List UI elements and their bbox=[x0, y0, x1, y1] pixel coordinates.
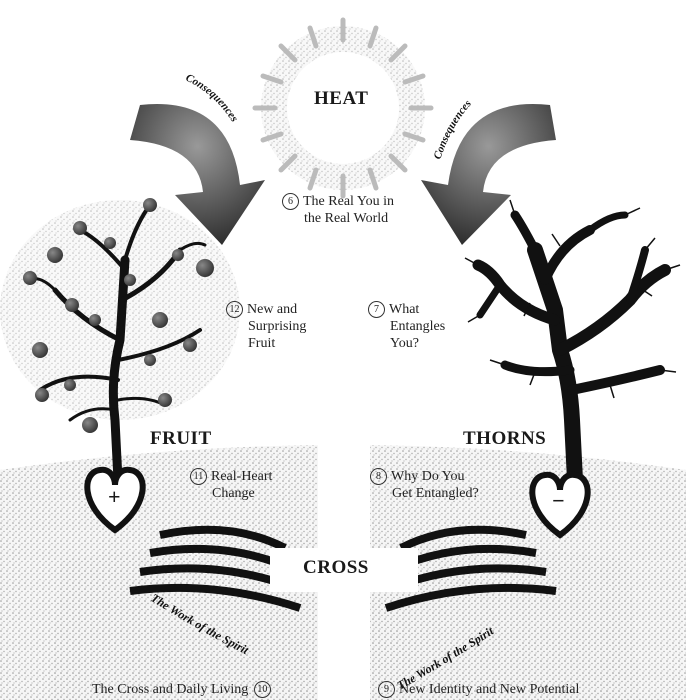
heart-minus-symbol: − bbox=[552, 488, 565, 514]
step-12-label: 12 New and Surprising Fruit bbox=[226, 301, 306, 352]
step-6-label: 6 The Real You in the Real World bbox=[282, 193, 394, 227]
fruit-title: FRUIT bbox=[150, 428, 212, 450]
step-12-line1: New and bbox=[247, 302, 297, 317]
step-11-number: 11 bbox=[190, 468, 207, 485]
step-7-label: 7 What Entangles You? bbox=[368, 301, 445, 352]
step-11-line1: Real-Heart bbox=[211, 469, 272, 484]
step-10-line1: The Cross and Daily Living bbox=[92, 682, 248, 697]
cross-title: CROSS bbox=[303, 557, 369, 579]
step-11-label: 11 Real-Heart Change bbox=[190, 468, 272, 502]
thorns-title: THORNS bbox=[463, 428, 546, 450]
step-6-line2: the Real World bbox=[282, 211, 388, 226]
step-11-line2: Change bbox=[190, 486, 255, 501]
step-9-number: 9 bbox=[378, 681, 395, 698]
consequences-arrow-right bbox=[421, 104, 556, 245]
step-12-line3: Fruit bbox=[226, 336, 275, 351]
step-7-number: 7 bbox=[368, 301, 385, 318]
step-8-number: 8 bbox=[370, 468, 387, 485]
step-6-number: 6 bbox=[282, 193, 299, 210]
step-9-line1: New Identity and New Potential bbox=[399, 682, 579, 697]
step-9-label: 9 New Identity and New Potential bbox=[378, 681, 579, 698]
step-7-line1: What bbox=[389, 302, 419, 317]
step-6-line1: The Real You in bbox=[303, 194, 394, 209]
step-8-label: 8 Why Do You Get Entangled? bbox=[370, 468, 479, 502]
step-10-label: The Cross and Daily Living 10 bbox=[92, 681, 271, 698]
step-7-line3: You? bbox=[368, 336, 419, 351]
step-12-number: 12 bbox=[226, 301, 243, 318]
heart-plus-symbol: + bbox=[108, 484, 121, 510]
step-8-line2: Get Entangled? bbox=[370, 486, 479, 501]
step-10-number: 10 bbox=[254, 681, 271, 698]
step-8-line1: Why Do You bbox=[391, 469, 465, 484]
step-7-line2: Entangles bbox=[368, 319, 445, 334]
heat-title: HEAT bbox=[314, 88, 368, 110]
step-12-line2: Surprising bbox=[226, 319, 306, 334]
